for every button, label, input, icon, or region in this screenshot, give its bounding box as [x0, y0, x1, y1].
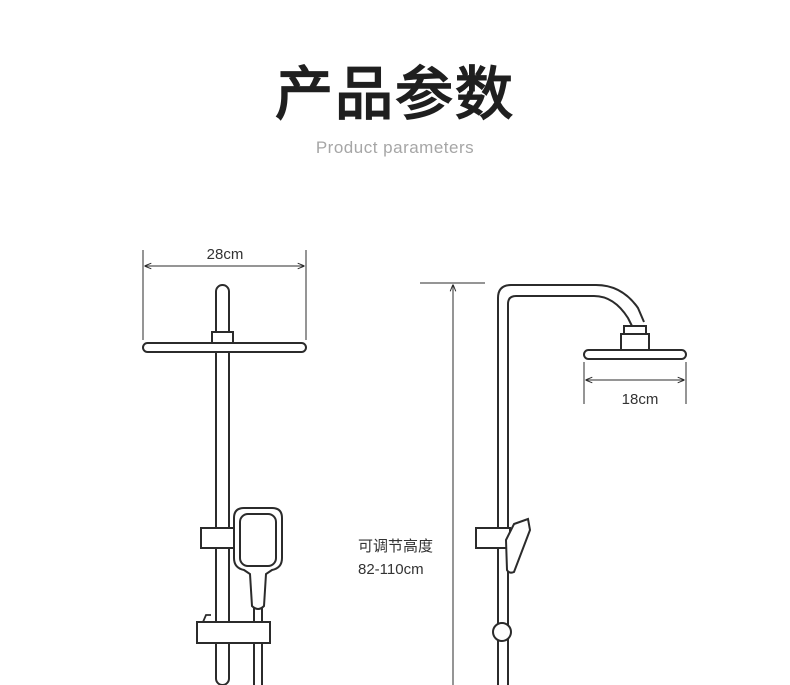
hand-shower-front: [233, 507, 283, 610]
riser-pole: [215, 284, 230, 685]
hand-shower-holder-side: [475, 527, 511, 549]
hand-shower-holder: [200, 527, 236, 549]
mixer-knob-side: [492, 622, 512, 642]
mixer-handle: [202, 614, 211, 623]
page-subtitle: Product parameters: [315, 138, 475, 157]
mixer-valve: [196, 621, 271, 644]
overhead-width-label: 28cm: [207, 246, 244, 263]
overhead-shower-side: [583, 349, 687, 360]
page-title: 产品参数: [274, 60, 515, 128]
head-connector-side: [623, 325, 647, 335]
hand-shower-face: [239, 513, 277, 567]
side-view: [420, 282, 687, 685]
overhead-shower-front: [142, 342, 307, 353]
riser-arm-outer: [497, 284, 645, 685]
hand-shower-side: [504, 517, 532, 574]
height-label: 可调节高度: [358, 537, 433, 555]
height-range-label: 82-110cm: [358, 561, 424, 578]
head-diameter-label: 18cm: [622, 391, 659, 408]
front-view: [142, 250, 307, 685]
riser-arm-inner: [507, 295, 633, 685]
head-joint-side: [620, 333, 650, 352]
